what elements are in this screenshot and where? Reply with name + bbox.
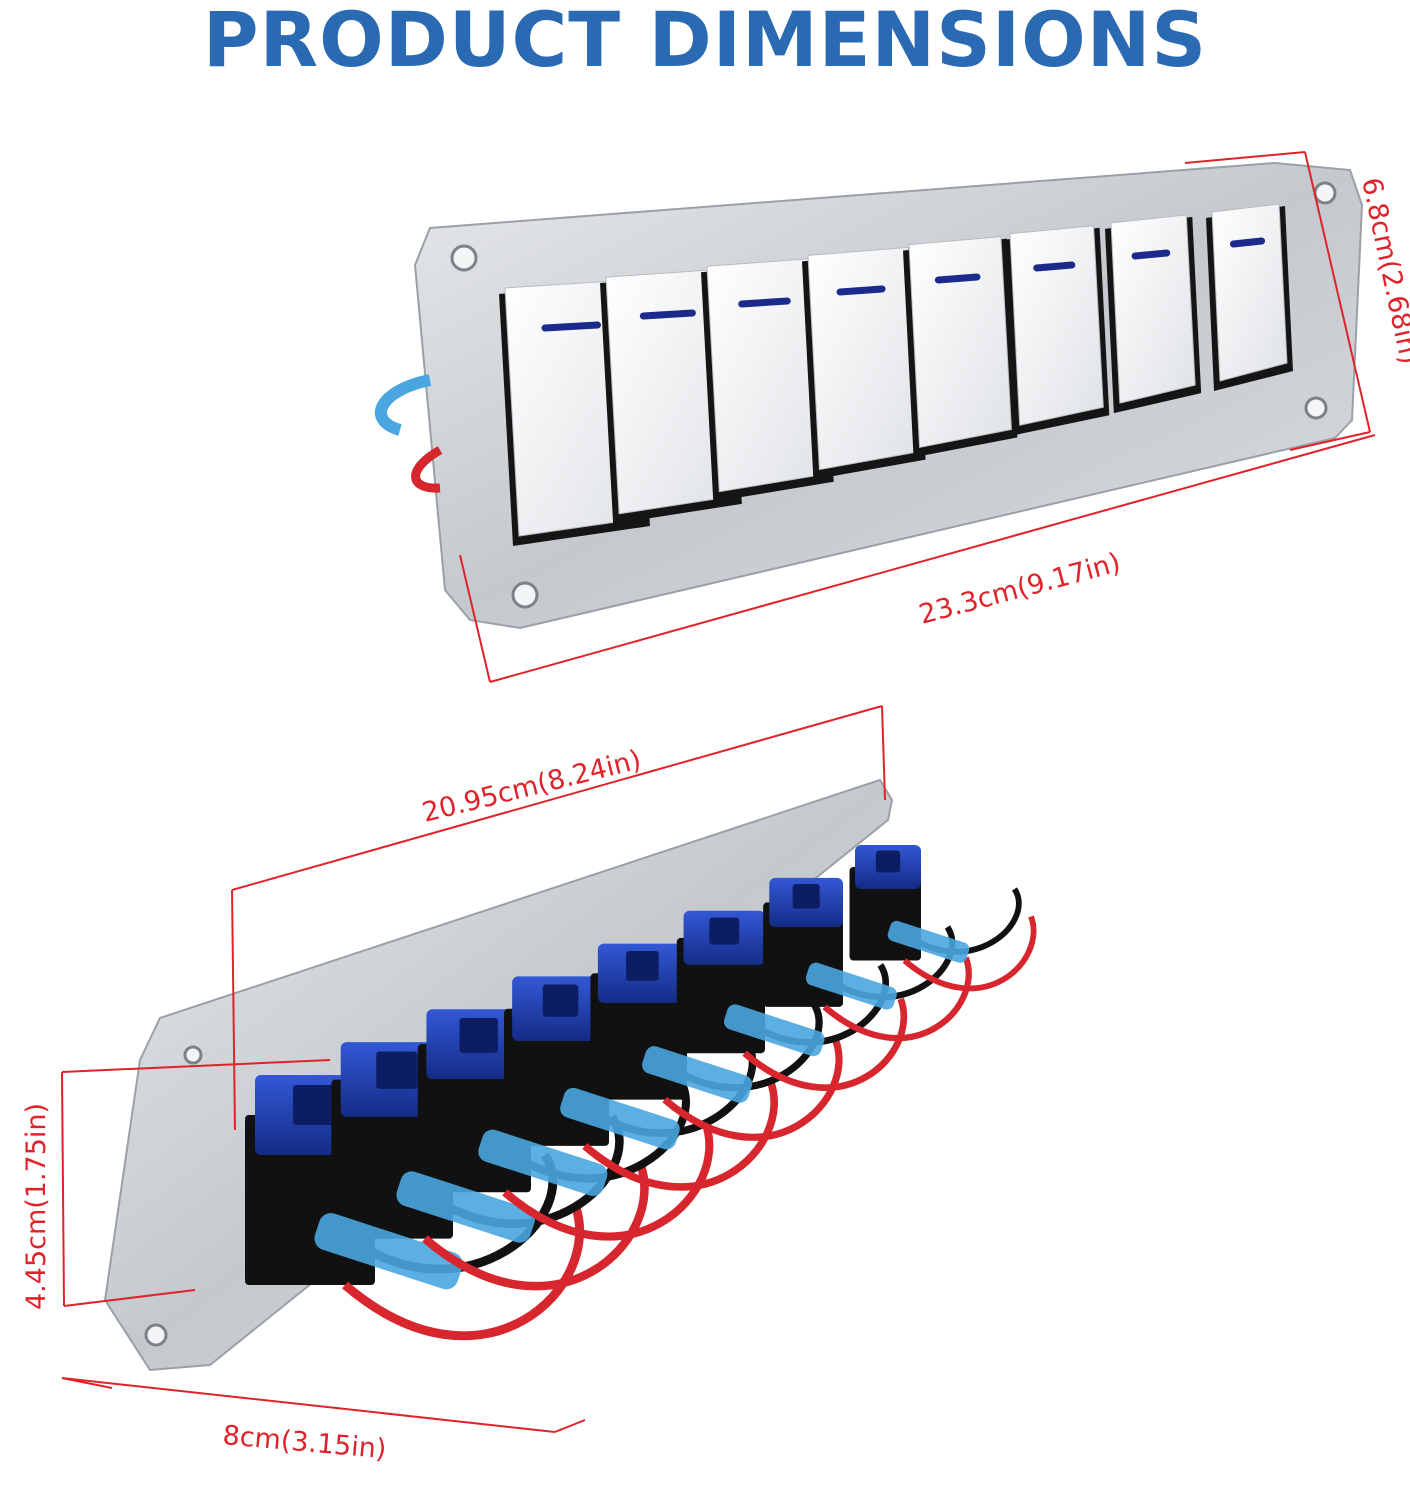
terminal-connector: [642, 1046, 753, 1103]
switch-face: [807, 246, 921, 471]
mount-hole: [183, 1045, 203, 1065]
terminal-connector: [723, 1004, 825, 1057]
terminal-connector: [887, 920, 970, 963]
front-switch: [1105, 214, 1202, 414]
rear-depth-label: 8cm(3.15in): [221, 1420, 387, 1465]
wire-red: [822, 956, 972, 1042]
front-switch: [1004, 225, 1110, 436]
switch-face: [908, 236, 1012, 449]
indicator-light: [639, 309, 696, 320]
front-panel-view: [375, 161, 1364, 630]
front-height-label: 6.8cm(2.68in): [1355, 175, 1410, 367]
wire-red: [422, 1162, 649, 1291]
switch-face: [1211, 203, 1288, 382]
rear-panel-view: [103, 778, 1037, 1372]
indicator-light: [738, 297, 791, 308]
wire-red: [582, 1080, 778, 1191]
terminal-connector: [560, 1087, 680, 1150]
wire-red: [902, 915, 1037, 992]
indicator-light: [934, 273, 981, 284]
indicator-light: [541, 321, 601, 332]
front-switch: [802, 246, 926, 480]
wire-red: [742, 997, 908, 1091]
terminal-connector: [396, 1171, 536, 1243]
mount-hole: [1304, 396, 1328, 420]
switch-face: [1110, 214, 1196, 404]
mount-hole: [1313, 181, 1337, 205]
rear-height-label: 4.45cm(1.75in): [21, 1103, 52, 1310]
front-side-wire-blue: [375, 374, 432, 436]
mount-hole: [144, 1323, 168, 1347]
indicator-light: [1131, 249, 1171, 260]
front-side-wire-red: [411, 446, 443, 493]
terminal-connector: [805, 962, 897, 1010]
indicator-light: [836, 285, 886, 296]
terminal-connector: [314, 1213, 463, 1290]
page-title: PRODUCT DIMENSIONS: [202, 0, 1208, 84]
mount-hole: [511, 581, 539, 609]
wire-red: [662, 1038, 843, 1141]
indicator-light: [1033, 261, 1076, 272]
rear-length-label: 20.95cm(8.24in): [419, 744, 644, 828]
front-switch: [903, 236, 1018, 458]
mount-hole: [450, 244, 478, 272]
front-switch: [701, 257, 834, 502]
switch-face: [1009, 225, 1104, 426]
front-dimension-lines: [459, 151, 1376, 683]
rear-wires: [314, 887, 1037, 1341]
indicator-light: [1229, 237, 1266, 248]
rear-dimension-lines: [61, 705, 886, 1433]
terminal-connector: [478, 1129, 608, 1197]
wire-red: [342, 1203, 585, 1341]
front-length-label: 23.3cm(9.17in): [916, 547, 1124, 631]
wire-red: [502, 1121, 714, 1241]
front-switch: [1206, 203, 1293, 391]
front-switches: [499, 203, 1293, 546]
